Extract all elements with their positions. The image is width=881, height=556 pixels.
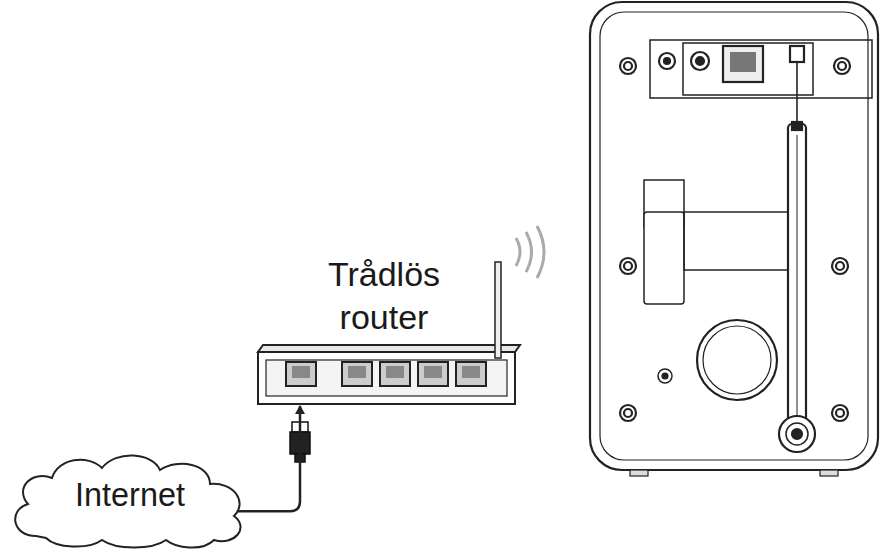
router-label: Trådlös router: [284, 253, 484, 338]
internet-cloud: Internet: [6, 448, 254, 550]
cloud-label: Internet: [6, 475, 254, 516]
wifi-waves: [516, 226, 544, 278]
wireless-router: Trådlös router: [258, 352, 515, 404]
network-cable: [232, 406, 300, 511]
radio-back-panel: [590, 2, 878, 476]
